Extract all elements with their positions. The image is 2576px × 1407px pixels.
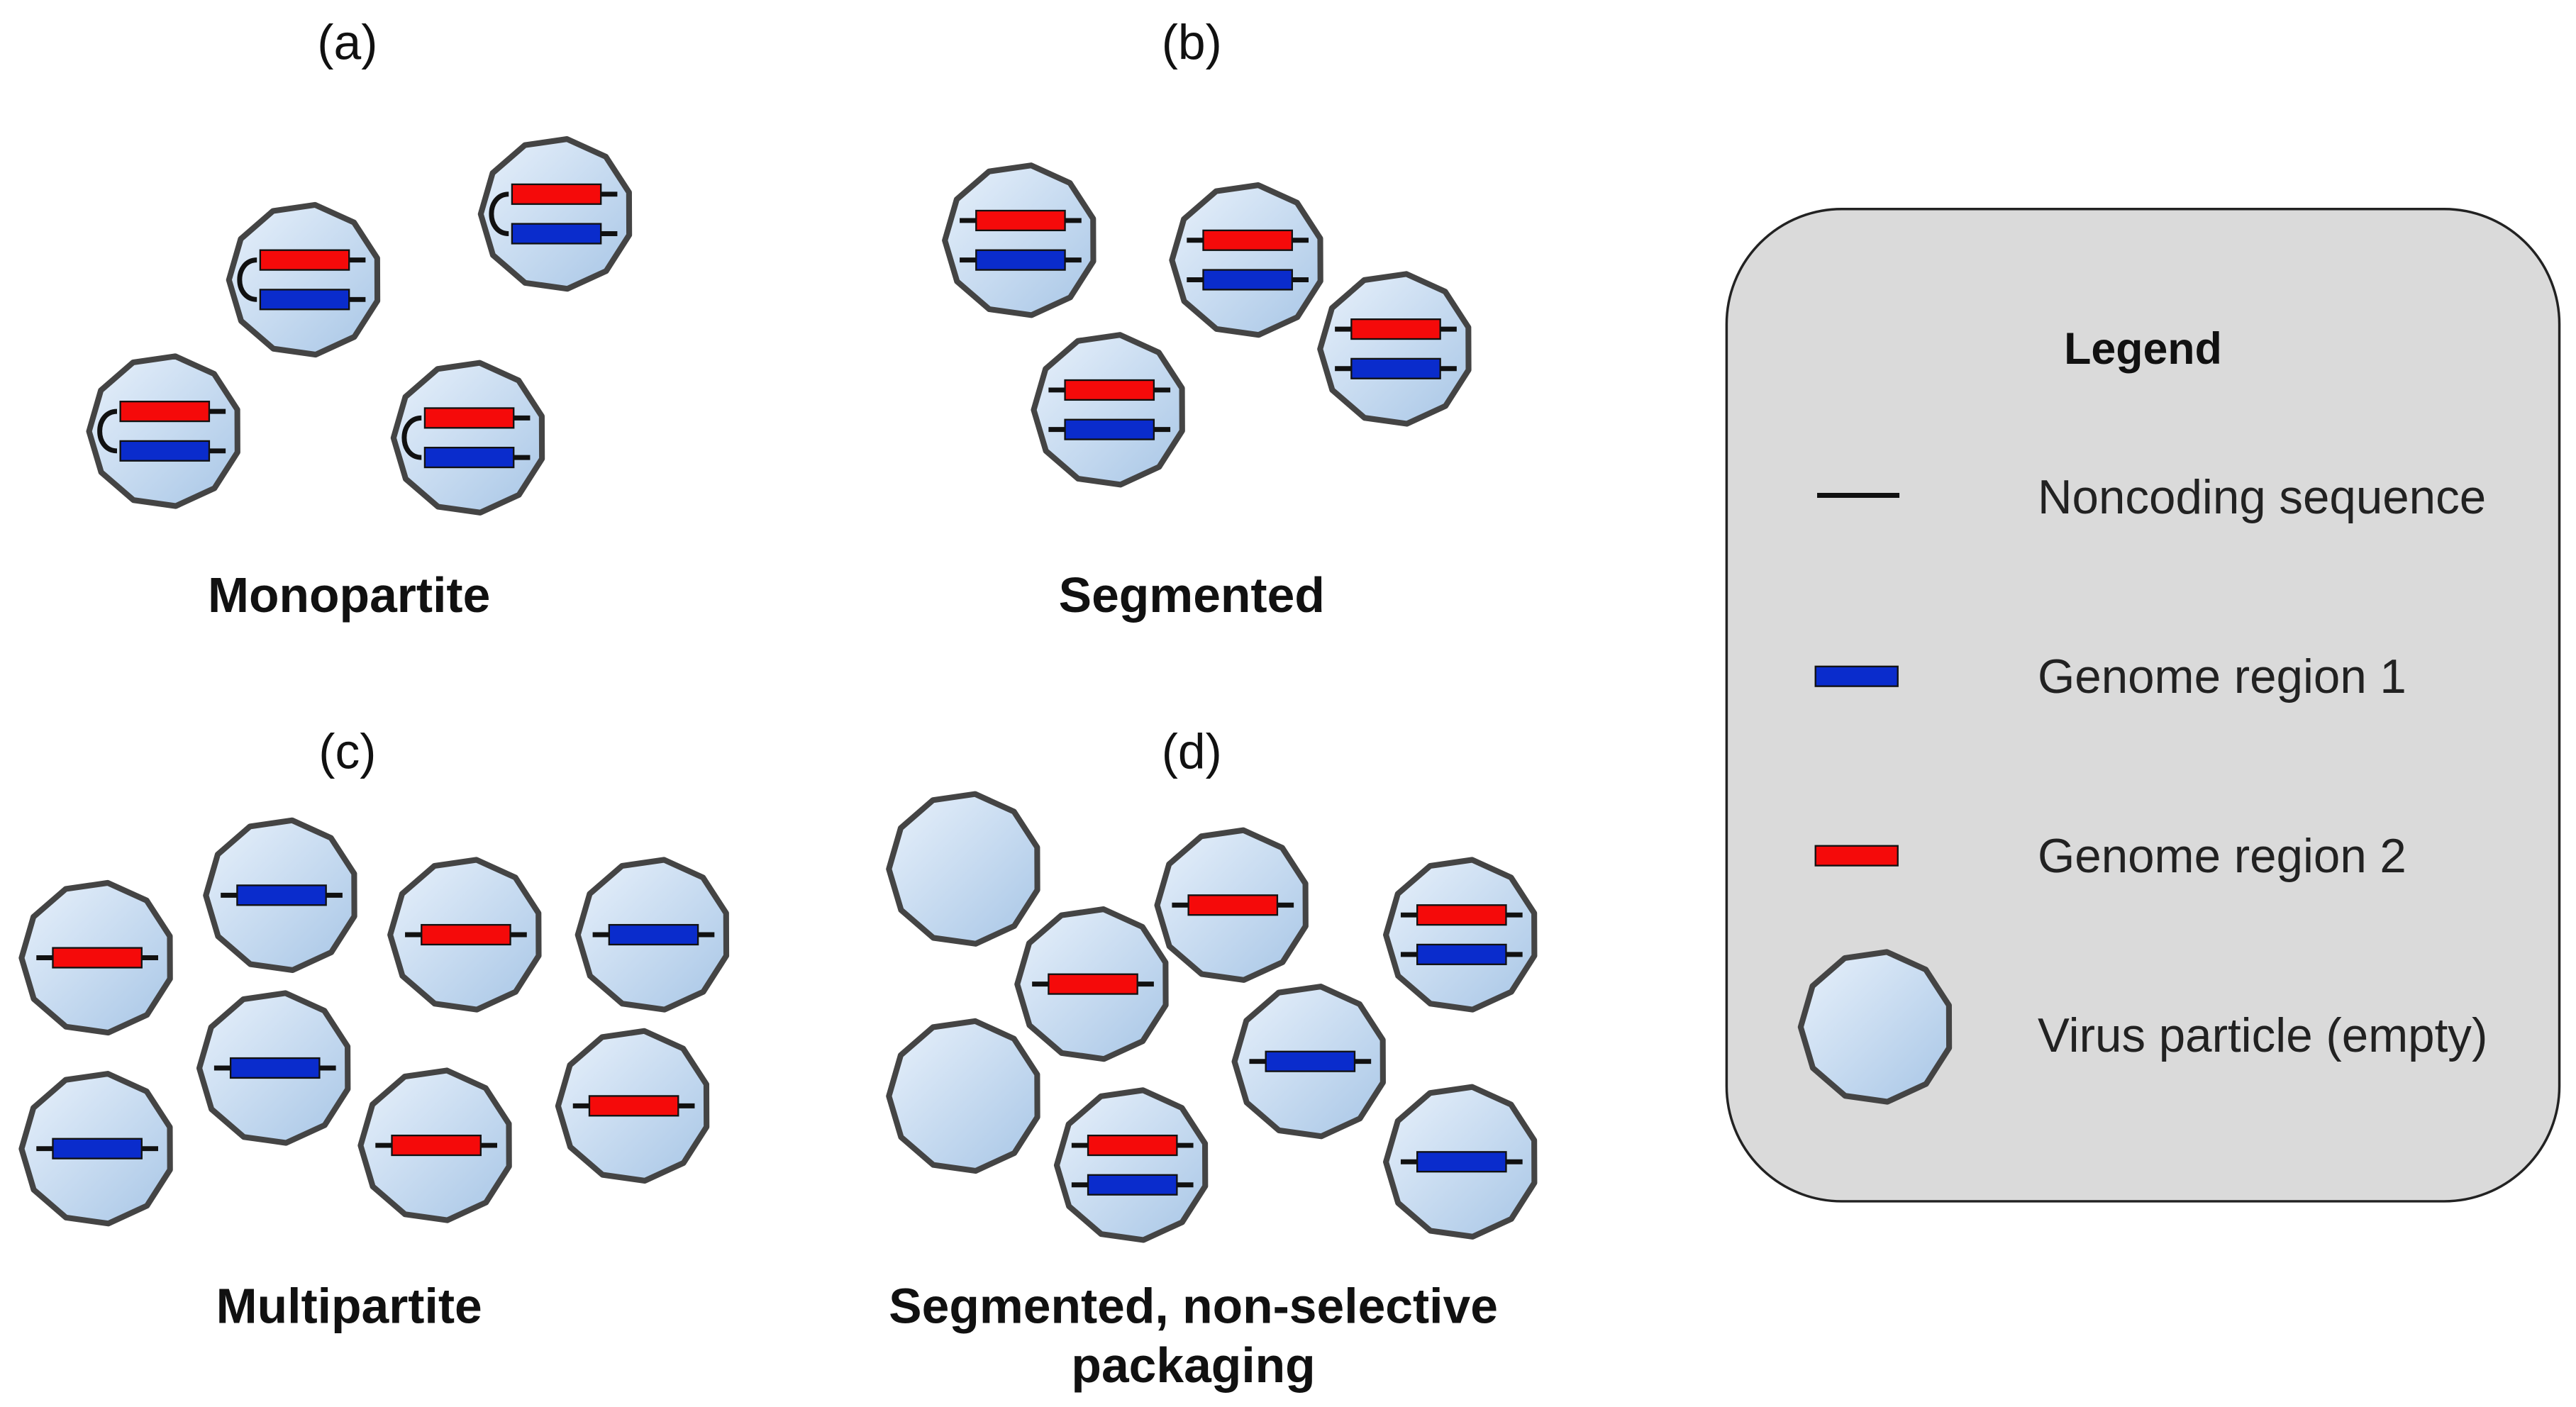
virus-particle <box>1231 984 1386 1140</box>
panel-c-letter: (c) <box>318 724 376 779</box>
virus-particle <box>18 879 173 1036</box>
genome-region-1-bar <box>1202 269 1293 291</box>
virus-particle-shell <box>942 162 1097 318</box>
genome-region-2-bar <box>511 183 602 205</box>
virus-particle <box>1014 906 1169 1062</box>
legend-item-region2-label: Genome region 2 <box>2038 830 2406 883</box>
panel-b-particles <box>942 162 1472 488</box>
genome-region-1-bar <box>1265 1050 1356 1072</box>
virus-particle-shell <box>1053 1087 1209 1243</box>
virus-particle <box>1317 271 1472 427</box>
genome-region-1-bar <box>1064 418 1155 440</box>
legend-title: Legend <box>2064 324 2222 374</box>
legend-particle-icon <box>1797 949 1953 1105</box>
virus-particle <box>203 817 357 973</box>
genome-region-1-bar <box>423 447 515 469</box>
panel-b-letter: (b) <box>1162 15 1222 70</box>
genome-region-2-bar <box>259 249 350 271</box>
legend-blue-bar-icon <box>1814 665 1899 687</box>
virus-particle <box>387 857 542 1013</box>
legend: Legend Noncoding sequence Genome region … <box>1725 207 2561 1203</box>
legend-red-bar-icon <box>1814 845 1899 867</box>
virus-particle <box>1383 1084 1538 1240</box>
noncoding-loop <box>237 257 257 302</box>
genome-region-1-bar <box>1416 1151 1507 1173</box>
genome-region-2-bar <box>1048 973 1138 995</box>
genome-region-2-bar <box>975 209 1066 232</box>
virus-particle-shell <box>1383 857 1538 1013</box>
panel-d-particles <box>886 791 1538 1243</box>
genome-region-2-bar <box>1350 318 1441 340</box>
virus-particle-shell <box>886 1018 1040 1174</box>
genome-region-1-bar <box>511 223 602 245</box>
genome-region-1-bar <box>52 1138 143 1159</box>
legend-item-particle-label: Virus particle (empty) <box>2038 1009 2487 1062</box>
virus-particle <box>390 360 545 516</box>
genome-region-2-bar <box>423 407 515 429</box>
genome-region-1-bar <box>229 1057 321 1079</box>
virus-particle <box>196 990 351 1146</box>
virus-particle <box>574 857 730 1013</box>
legend-item-region1-label: Genome region 1 <box>2038 650 2406 704</box>
noncoding-loop <box>97 408 118 454</box>
virus-particle <box>555 1028 710 1184</box>
genome-region-1-bar <box>259 289 350 311</box>
virus-particle <box>1383 857 1538 1013</box>
virus-particle <box>477 136 633 292</box>
genome-region-1-bar <box>975 249 1066 271</box>
panel-d-caption-line2: packaging <box>1071 1338 1315 1393</box>
genome-region-2-bar <box>52 947 143 969</box>
panel-a-caption: Monopartite <box>208 567 490 623</box>
genome-region-1-bar <box>1350 357 1441 379</box>
legend-item-noncoding-label: Noncoding sequence <box>2038 471 2486 524</box>
panel-b-caption: Segmented <box>1059 567 1325 623</box>
genome-region-1-bar <box>236 884 327 906</box>
virus-particle-shell <box>1031 332 1185 488</box>
virus-particle <box>226 201 381 358</box>
virus-particle <box>1053 1087 1209 1243</box>
virus-particle <box>357 1067 512 1223</box>
virus-particle <box>1031 332 1185 488</box>
genome-region-2-bar <box>1416 904 1507 926</box>
genome-region-2-bar <box>1187 894 1279 916</box>
panel-d-letter: (d) <box>1162 724 1222 779</box>
virus-particle-shell <box>477 136 633 292</box>
virus-particle <box>886 1018 1040 1174</box>
virus-particle <box>942 162 1097 318</box>
panel-c-particles <box>18 817 730 1227</box>
panel-a-particles <box>86 136 633 516</box>
panel-d-caption-line1: Segmented, non-selective <box>889 1279 1498 1334</box>
virus-particle-shell <box>1317 271 1472 427</box>
virus-particle-shell <box>886 791 1040 947</box>
genome-region-1-bar <box>1087 1174 1178 1196</box>
virus-particle <box>886 791 1040 947</box>
genome-region-2-bar <box>119 401 211 423</box>
genome-region-2-bar <box>1202 229 1293 251</box>
legend-box <box>1725 207 2561 1203</box>
virus-particle <box>86 353 240 509</box>
panel-c-caption: Multipartite <box>216 1279 482 1334</box>
virus-particle-shell <box>226 201 381 358</box>
noncoding-loop <box>489 191 509 236</box>
virus-particle-shell <box>390 360 545 516</box>
genome-region-2-bar <box>588 1095 679 1117</box>
genome-region-2-bar <box>1064 379 1155 401</box>
panel-a-letter: (a) <box>317 15 377 70</box>
virus-particle-shell <box>1797 949 1953 1105</box>
virus-particle-shell <box>86 353 240 509</box>
virus-particle <box>1169 182 1323 338</box>
virus-particle <box>18 1071 173 1227</box>
genome-region-2-bar <box>1087 1134 1178 1157</box>
genome-region-1-bar <box>119 440 211 462</box>
genome-region-2-bar <box>391 1134 482 1157</box>
virus-particle <box>1154 827 1309 983</box>
genome-region-1-bar <box>608 923 699 946</box>
noncoding-loop <box>401 415 422 460</box>
genome-region-2-bar <box>421 923 511 946</box>
virus-particle-shell <box>1169 182 1323 338</box>
genome-region-1-bar <box>1416 943 1507 965</box>
